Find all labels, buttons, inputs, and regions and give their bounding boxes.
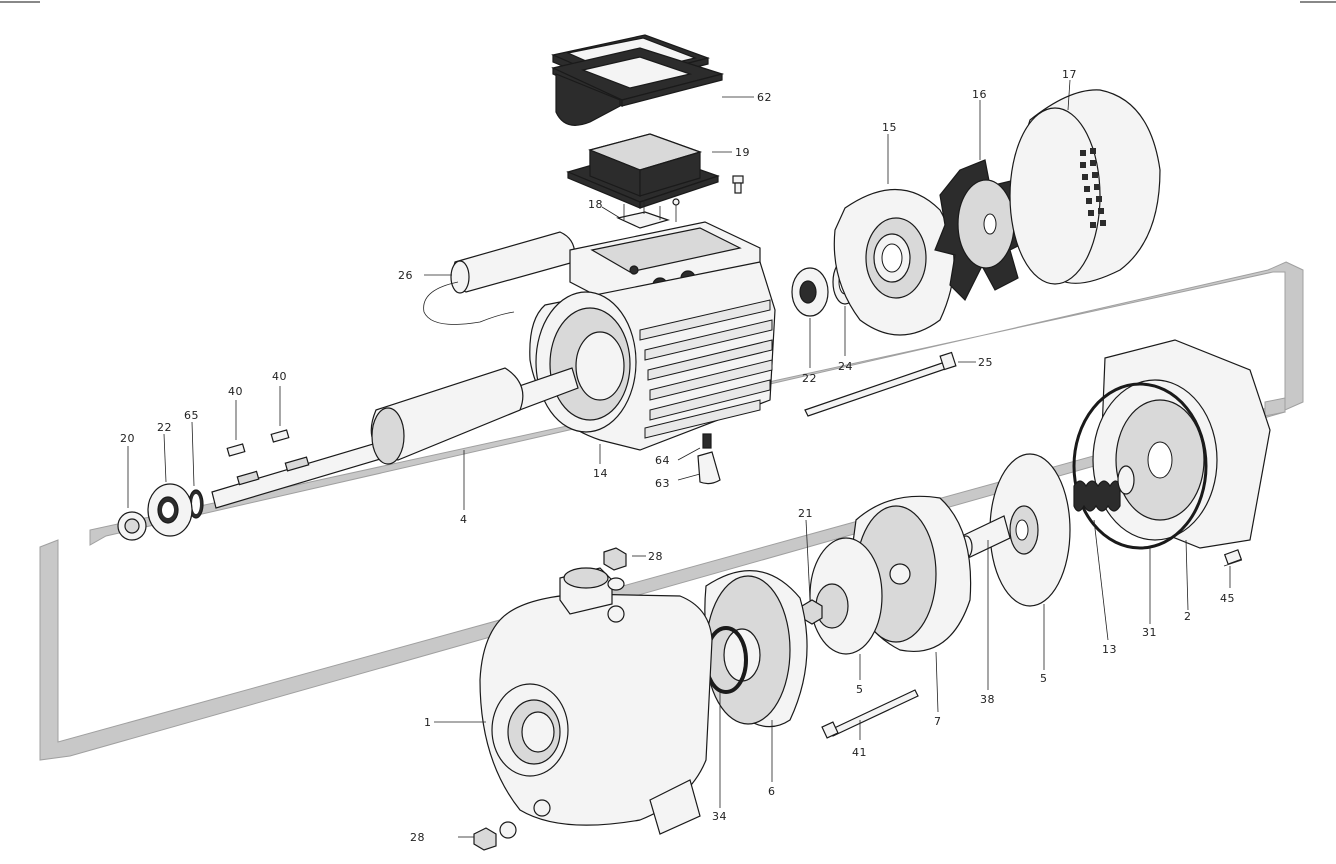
label-26: 26 xyxy=(398,269,413,282)
label-21: 21 xyxy=(798,507,813,520)
long-bolt-part xyxy=(821,689,919,739)
mechanical-seal-part xyxy=(1073,465,1135,512)
impeller-left-part xyxy=(809,537,883,655)
label-64: 64 xyxy=(655,454,670,467)
label-5-right: 5 xyxy=(1040,672,1048,685)
pump-bracket-part xyxy=(1092,339,1271,549)
fan-cover-part xyxy=(1009,89,1161,285)
label-40-a: 40 xyxy=(228,385,243,398)
bearing-right-part xyxy=(791,267,829,317)
label-31: 31 xyxy=(1142,626,1157,639)
label-5-left: 5 xyxy=(856,683,864,696)
label-62: 62 xyxy=(757,91,772,104)
label-22-right: 22 xyxy=(802,372,817,385)
label-14: 14 xyxy=(593,467,608,480)
terminal-box-lid-part xyxy=(551,34,725,126)
end-shield-part xyxy=(833,188,955,336)
label-2: 2 xyxy=(1184,610,1192,623)
bearing-left-part xyxy=(147,483,193,537)
terminal-block-part xyxy=(616,198,680,229)
part-labels: 62 19 18 26 15 16 17 22 24 25 40 40 65 2… xyxy=(120,68,1235,844)
o-ring-part xyxy=(1072,382,1208,550)
label-24: 24 xyxy=(838,360,853,373)
rotor-shaft-part xyxy=(211,367,579,509)
plug-top-part xyxy=(603,547,627,591)
label-4: 4 xyxy=(460,513,468,526)
capacitor-part xyxy=(423,231,576,325)
label-40-b: 40 xyxy=(272,370,287,383)
nut-part xyxy=(117,511,147,541)
label-15: 15 xyxy=(882,121,897,134)
stud-part xyxy=(702,433,712,449)
terminal-cover-part xyxy=(566,133,720,209)
pump-casing-part xyxy=(479,567,713,835)
label-65: 65 xyxy=(184,409,199,422)
label-22-left: 22 xyxy=(157,421,172,434)
label-20: 20 xyxy=(120,432,135,445)
leader-lines xyxy=(127,79,1231,838)
cover-screw-part xyxy=(732,175,744,194)
label-28-bottom: 28 xyxy=(410,831,425,844)
label-34: 34 xyxy=(712,810,727,823)
label-45: 45 xyxy=(1220,592,1235,605)
label-13: 13 xyxy=(1102,643,1117,656)
cone-part xyxy=(697,451,721,485)
label-18: 18 xyxy=(588,198,603,211)
label-28-top: 28 xyxy=(648,550,663,563)
label-16: 16 xyxy=(972,88,987,101)
label-38: 38 xyxy=(980,693,995,706)
tie-rod-part xyxy=(804,351,957,417)
label-19: 19 xyxy=(735,146,750,159)
label-25: 25 xyxy=(978,356,993,369)
assembly-guide-band xyxy=(39,261,1304,761)
key-part xyxy=(226,429,290,457)
bolt-part xyxy=(1223,549,1243,567)
label-63: 63 xyxy=(655,477,670,490)
label-17: 17 xyxy=(1062,68,1077,81)
label-7: 7 xyxy=(934,715,942,728)
label-6: 6 xyxy=(768,785,776,798)
impeller-right-part xyxy=(989,453,1071,607)
motor-housing-part xyxy=(529,221,776,451)
label-1: 1 xyxy=(424,716,432,729)
label-41: 41 xyxy=(852,746,867,759)
plug-bottom-part xyxy=(473,821,517,851)
